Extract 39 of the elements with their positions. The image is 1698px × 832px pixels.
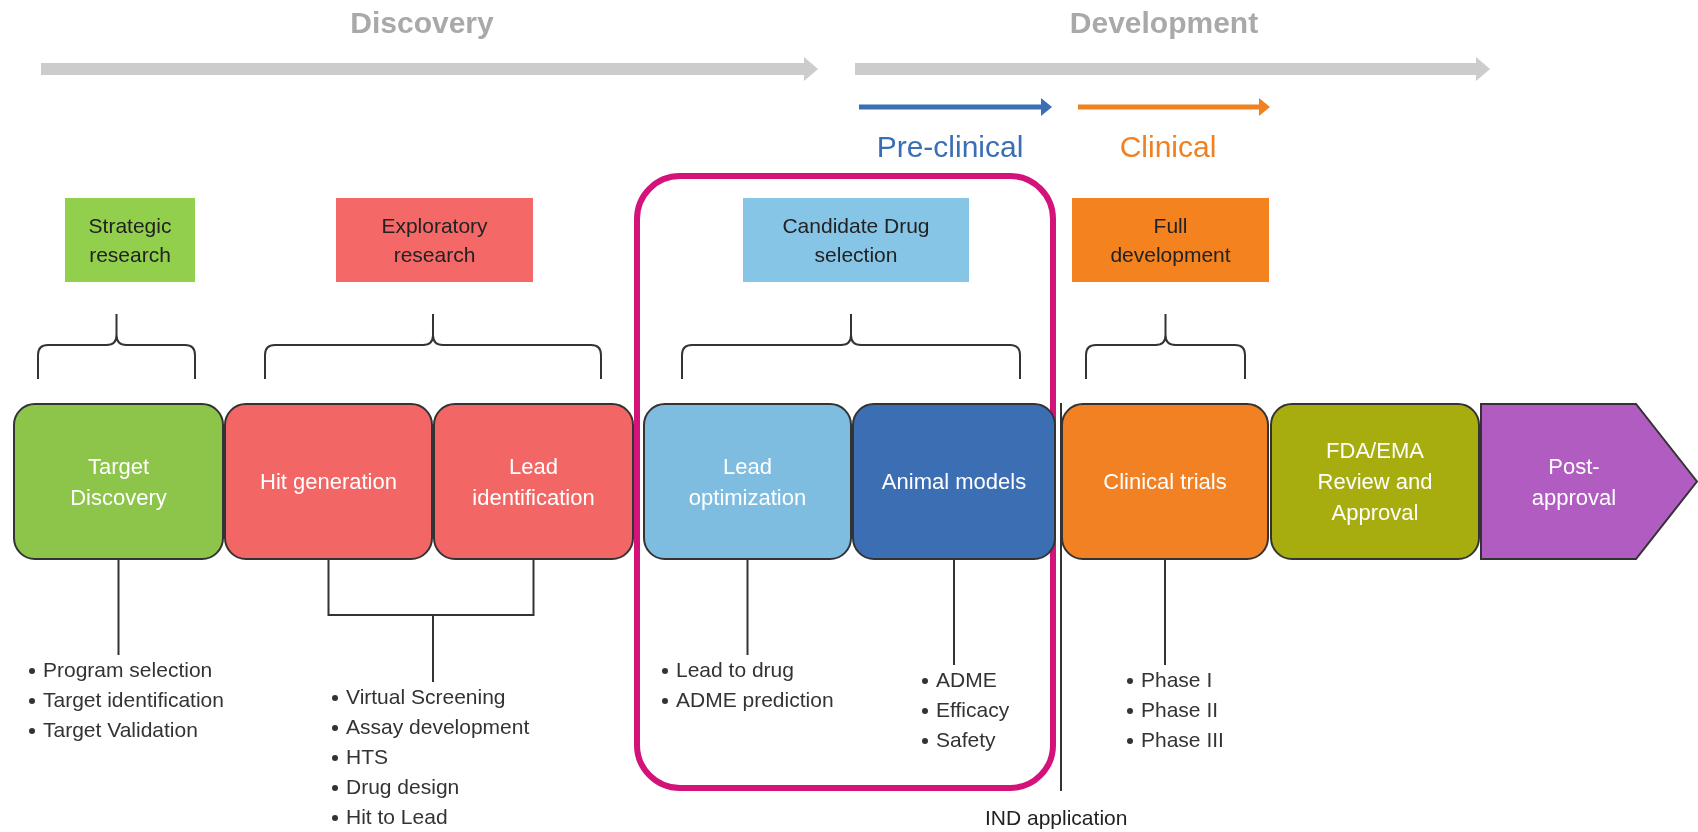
list-item: Phase I bbox=[1125, 665, 1250, 695]
phase-heading: Clinical bbox=[1118, 130, 1218, 164]
list-item: HTS bbox=[330, 742, 590, 772]
stage-box: Lead identification bbox=[433, 403, 634, 560]
list-item: Virtual Screening bbox=[330, 682, 590, 712]
list-item: Program selection bbox=[27, 655, 287, 685]
stage-box: Animal models bbox=[852, 403, 1056, 560]
list-item: Hit to Lead bbox=[330, 802, 590, 832]
list-item: Phase II bbox=[1125, 695, 1250, 725]
stage-box: Target Discovery bbox=[13, 403, 224, 560]
phase-box: Full development bbox=[1072, 198, 1269, 282]
stage-box: Clinical trials bbox=[1061, 403, 1269, 560]
connector-line bbox=[1164, 559, 1166, 666]
highlight-frame bbox=[634, 173, 1056, 791]
stage-heading: Development bbox=[1068, 6, 1260, 40]
list-item: Drug design bbox=[330, 772, 590, 802]
connector-line bbox=[953, 559, 955, 666]
stage-box: Lead optimization bbox=[643, 403, 852, 560]
milestone-label: IND application bbox=[985, 806, 1128, 830]
list-item: Lead to drug bbox=[660, 655, 860, 685]
phase-heading: Pre-clinical bbox=[875, 130, 1025, 164]
list-item: Target identification bbox=[27, 685, 287, 715]
stage-box: FDA/EMA Review and Approval bbox=[1270, 403, 1480, 560]
stage-heading: Discovery bbox=[349, 6, 495, 40]
phase-box: Exploratory research bbox=[336, 198, 533, 282]
phase-box: Strategic research bbox=[65, 198, 195, 282]
connector-line bbox=[117, 559, 120, 656]
list-item: Phase III bbox=[1125, 725, 1250, 755]
list-item: ADME prediction bbox=[660, 685, 860, 715]
stage-box: Hit generation bbox=[224, 403, 433, 560]
connector-line bbox=[746, 559, 749, 656]
pentagon-arrow-box: Post-approval bbox=[1480, 403, 1698, 560]
list-item: Efficacy bbox=[920, 695, 1045, 725]
list-item: Assay development bbox=[330, 712, 590, 742]
connector-line bbox=[432, 559, 535, 683]
list-item: Target Validation bbox=[27, 715, 287, 745]
list-item: ADME bbox=[920, 665, 1045, 695]
list-item: Safety bbox=[920, 725, 1045, 755]
phase-box: Candidate Drug selection bbox=[743, 198, 969, 282]
